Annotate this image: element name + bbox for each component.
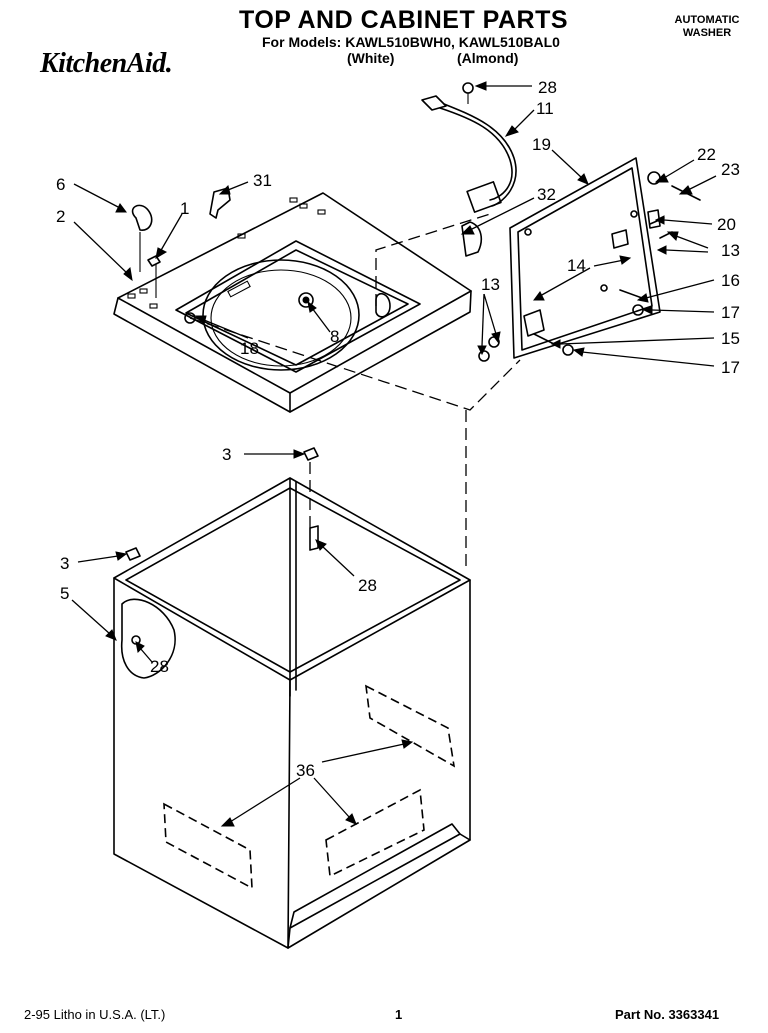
washer-top-part xyxy=(113,192,472,413)
callout-20: 20 xyxy=(717,215,736,234)
callout-13-lid: 13 xyxy=(721,241,740,260)
callout-5: 5 xyxy=(60,584,69,603)
assembly-line-lid xyxy=(375,213,491,306)
washer-lid-part xyxy=(478,157,701,362)
callout-15: 15 xyxy=(721,329,740,348)
lid-switch-clip-part xyxy=(131,204,153,272)
callout-18: 18 xyxy=(240,339,259,358)
callout-6: 6 xyxy=(56,175,65,194)
callout-36: 36 xyxy=(296,761,315,780)
callout-8: 8 xyxy=(330,327,339,346)
callout-19: 19 xyxy=(532,135,551,154)
callout-2: 2 xyxy=(56,207,65,226)
callout-31: 31 xyxy=(253,171,272,190)
leader-lines xyxy=(71,81,717,827)
rivet-part xyxy=(147,255,161,298)
hinge-cover-part xyxy=(461,221,483,257)
category-line-1: AUTOMATIC xyxy=(674,14,740,26)
page-title: TOP AND CABINET PARTS xyxy=(239,6,569,34)
callout-22: 22 xyxy=(697,145,716,164)
washer-cabinet-part xyxy=(113,447,471,949)
lid-switch-harness-part xyxy=(421,82,517,213)
callout-23: 23 xyxy=(721,160,740,179)
callout-16: 16 xyxy=(721,271,740,290)
callout-28-cabinet: 28 xyxy=(150,657,169,676)
callout-28-post: 28 xyxy=(358,576,377,595)
callout-3-rear: 3 xyxy=(222,445,231,464)
callout-11: 11 xyxy=(536,99,554,118)
callout-28: 28 xyxy=(538,78,557,97)
category-line-2: WASHER xyxy=(682,27,732,39)
callout-1: 1 xyxy=(180,199,189,218)
assembly-line-top-to-lid xyxy=(189,317,521,411)
access-panel-cutouts xyxy=(163,684,456,890)
callout-3-front: 3 xyxy=(60,554,69,573)
callout-32: 32 xyxy=(537,185,556,204)
footer-date-litho: 2-95 Litho in U.S.A. (LT.) xyxy=(24,1007,166,1022)
callout-14: 14 xyxy=(567,256,586,275)
callout-13-top: 13 xyxy=(481,275,500,294)
footer-page-number: 1 xyxy=(395,1007,403,1022)
models-line: For Models: KAWL510BWH0, KAWL510BAL0 xyxy=(262,34,560,50)
callout-17-lower: 17 xyxy=(721,358,740,377)
footer-part-number: Part No. 3363341 xyxy=(615,1007,720,1022)
color-white-label: (White) xyxy=(347,50,395,66)
brand-logo: KitchenAid. xyxy=(40,48,173,79)
callout-17-upper: 17 xyxy=(721,303,740,322)
color-almond-label: (Almond) xyxy=(457,50,519,66)
